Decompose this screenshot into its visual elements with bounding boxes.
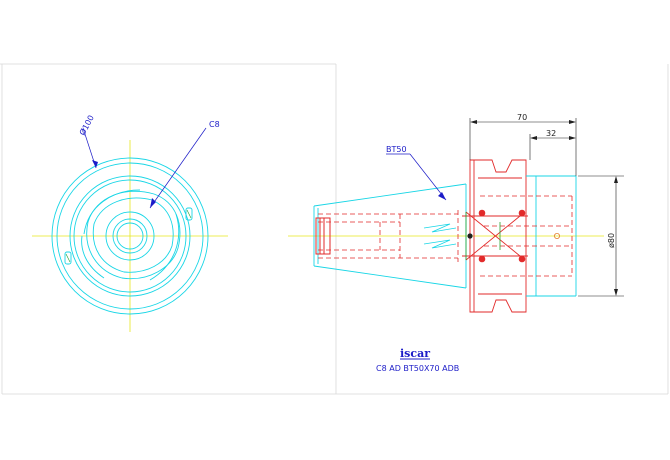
side-pivot-point [467,233,473,239]
side-taper-label: BT50 [386,145,407,154]
side-clamp-mechanism [462,211,528,261]
dim-overall-length: 70 [517,113,527,122]
front-diameter-label: Ø100 [77,113,96,137]
iscar-logo: iscar [400,347,430,360]
front-insert-label: C8 [209,120,220,129]
front-view: Ø100 C8 [32,113,228,332]
side-green-details [465,212,501,260]
side-taper-leader-arrow [438,192,446,200]
front-leader-arrow-ring [92,160,98,168]
side-taper-leader [386,153,447,201]
front-leaders [82,127,207,209]
dim-diameter: ø80 [607,233,616,248]
part-designation: C8 AD BT50X70 ADB [376,364,459,373]
side-view: 70 32 ø80 BT50 [288,113,624,313]
front-leader-arrow-insert [150,198,156,208]
sheet-frame [0,63,669,395]
side-spring-coils [423,223,457,249]
front-centerlines [32,140,228,332]
front-drive-keys [64,207,193,265]
front-outer-rings [51,157,209,315]
side-clamp-balls [478,209,526,263]
dim-flange-length: 32 [546,129,556,138]
side-retention-knob [315,217,331,255]
side-reference-point [554,232,561,239]
front-hatch-marks [65,209,192,263]
title-block: iscar C8 AD BT50X70 ADB [376,347,459,373]
side-flange-body [469,159,527,313]
side-dimension-arrows [470,120,618,296]
side-dimensions [469,118,624,297]
front-insert-profile [81,189,181,281]
side-internal-bore [318,195,573,277]
